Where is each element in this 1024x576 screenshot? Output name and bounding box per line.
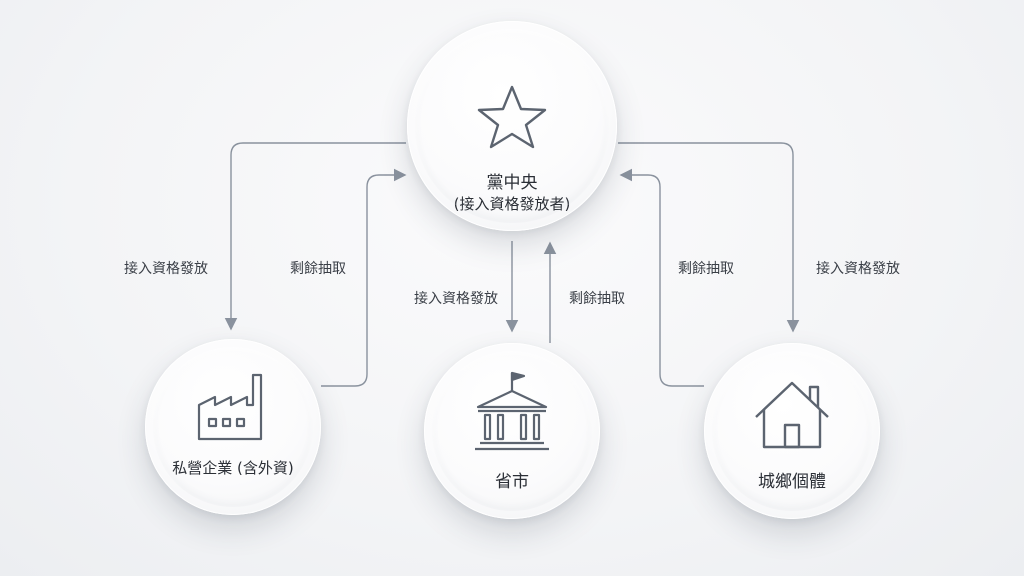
node-urban-rural-individuals: 城鄉個體 <box>704 343 880 519</box>
factory-icon <box>195 371 271 447</box>
edge-private-to-center <box>321 168 407 387</box>
node-private-enterprise: 私營企業 (含外資) <box>145 339 321 515</box>
edge-label-private-to-center: 剩餘抽取 <box>290 261 346 277</box>
edge-label-center-to-private: 接入資格發放 <box>124 261 208 277</box>
node-center-subtitle: (接入資格發放者) <box>453 195 571 213</box>
node-party-central: 黨中央 (接入資格發放者) <box>407 21 617 231</box>
edge-label-center-to-urban: 接入資格發放 <box>816 261 900 277</box>
edge-label-urban-to-center: 剩餘抽取 <box>678 261 734 277</box>
node-private-title: 私營企業 (含外資) <box>172 459 294 477</box>
node-urban-title: 城鄉個體 <box>758 472 826 492</box>
edge-center-to-urban <box>618 142 800 333</box>
government-building-icon <box>472 369 552 459</box>
edge-label-province-to-center: 剩餘抽取 <box>569 291 625 307</box>
edge-label-center-to-province: 接入資格發放 <box>414 291 498 307</box>
node-province: 省市 <box>424 343 600 519</box>
edge-center-to-private <box>224 142 406 331</box>
star-icon <box>476 85 548 153</box>
edge-urban-to-center <box>619 168 704 387</box>
node-province-title: 省市 <box>495 472 529 492</box>
house-icon <box>752 379 832 455</box>
node-center-title: 黨中央 <box>486 173 538 193</box>
